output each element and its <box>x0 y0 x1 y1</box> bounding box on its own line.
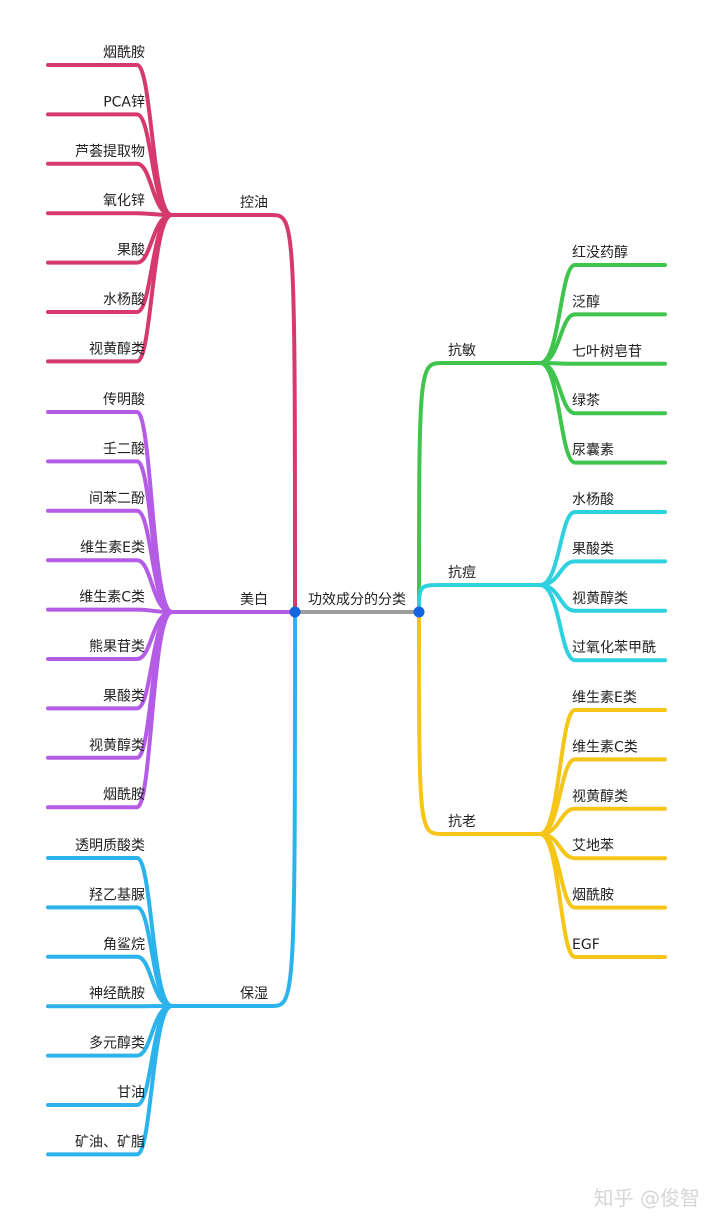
leaf-connector-right_branches-2-1 <box>538 757 667 836</box>
leaf-connector-right_branches-1-0 <box>538 510 667 587</box>
leaf-label-right_branches-0-4: 尿囊素 <box>572 442 614 459</box>
leaf-label-right_branches-1-0: 水杨酸 <box>572 492 614 508</box>
leaf-connector-right_branches-0-4 <box>538 361 667 465</box>
leaf-label-left_branches-0-2: 芦荟提取物 <box>75 143 145 160</box>
leaf-label-right_branches-0-0: 红没药醇 <box>572 244 628 261</box>
connector-right_branches-1 <box>417 583 542 614</box>
root-label: 功效成分的分类 <box>308 592 406 608</box>
leaf-label-right_branches-1-2: 视黄醇类 <box>572 590 628 607</box>
leaf-label-right_branches-2-4: 烟酰胺 <box>572 888 614 904</box>
leaf-label-left_branches-0-1: PCA锌 <box>103 94 145 110</box>
branch-label-right_branches-0: 抗敏 <box>448 343 476 359</box>
leaf-connector-left_branches-0-3 <box>46 211 174 217</box>
root-left-dot <box>289 606 301 618</box>
leaf-label-right_branches-0-3: 绿茶 <box>572 393 600 409</box>
connector-right_branches-2 <box>417 610 542 836</box>
branch-label-right_branches-2: 抗老 <box>448 814 476 830</box>
leaf-label-right_branches-2-0: 维生素E类 <box>572 690 637 706</box>
leaf-label-right_branches-2-2: 视黄醇类 <box>572 788 628 805</box>
leaf-connector-right_branches-0-0 <box>538 263 667 365</box>
leaf-label-left_branches-0-3: 氧化锌 <box>103 193 145 209</box>
leaf-label-left_branches-2-1: 羟乙基脲 <box>89 886 145 903</box>
leaf-connector-left_branches-0-6 <box>46 213 174 364</box>
watermark: 知乎 @俊智 <box>594 1186 700 1210</box>
leaf-connector-right_branches-0-1 <box>538 312 667 365</box>
leaf-connector-right_branches-2-0 <box>538 708 667 836</box>
leaf-label-left_branches-1-0: 传明酸 <box>103 392 145 408</box>
leaf-connector-right_branches-0-2 <box>538 361 667 366</box>
leaf-label-right_branches-0-2: 七叶树皂苷 <box>572 344 642 360</box>
leaf-label-left_branches-1-2: 间苯二酚 <box>89 490 145 507</box>
leaf-connector-right_branches-1-3 <box>538 583 667 663</box>
connector-layer <box>46 63 667 1157</box>
leaf-label-left_branches-2-3: 神经酰胺 <box>89 986 145 1002</box>
leaf-label-left_branches-1-7: 视黄醇类 <box>89 737 145 754</box>
leaf-connector-left_branches-1-8 <box>46 610 174 810</box>
connector-left_branches-0 <box>170 213 297 614</box>
leaf-label-right_branches-2-1: 维生素C类 <box>572 739 638 755</box>
branch-label-left_branches-2: 保湿 <box>240 986 268 1002</box>
leaf-connector-left_branches-2-1 <box>46 905 174 1008</box>
leaf-label-left_branches-2-2: 角鲨烷 <box>103 937 145 953</box>
leaf-label-left_branches-0-0: 烟酰胺 <box>103 45 145 61</box>
leaf-label-right_branches-1-1: 果酸类 <box>572 541 614 557</box>
leaf-label-right_branches-2-5: EGF <box>572 937 600 953</box>
leaf-connector-right_branches-2-5 <box>538 832 667 959</box>
leaf-label-left_branches-2-0: 透明质酸类 <box>75 838 145 854</box>
leaf-label-left_branches-0-4: 果酸 <box>117 243 145 259</box>
leaf-label-right_branches-0-1: 泛醇 <box>572 293 600 310</box>
connector-right_branches-0 <box>417 361 542 614</box>
leaf-label-left_branches-1-8: 烟酰胺 <box>103 787 145 803</box>
leaf-label-left_branches-2-4: 多元醇类 <box>89 1035 145 1052</box>
leaf-connector-left_branches-2-2 <box>46 954 174 1008</box>
leaf-label-left_branches-1-4: 维生素C类 <box>79 590 145 606</box>
leaf-label-right_branches-2-3: 艾地苯 <box>572 837 614 854</box>
leaf-label-left_branches-1-1: 壬二酸 <box>103 441 145 457</box>
branch-label-left_branches-1: 美白 <box>240 592 268 608</box>
leaf-connector-right_branches-2-2 <box>538 806 667 836</box>
branch-label-left_branches-0: 控油 <box>240 195 268 211</box>
branch-label-right_branches-1: 抗痘 <box>448 565 476 581</box>
leaf-label-left_branches-2-6: 矿油、矿脂 <box>75 1134 145 1150</box>
node-dot-layer <box>289 606 425 618</box>
leaf-label-right_branches-1-3: 过氧化苯甲酰 <box>572 639 656 656</box>
leaf-connector-right_branches-1-1 <box>538 559 667 587</box>
leaf-label-left_branches-1-6: 果酸类 <box>103 688 145 704</box>
connector-left_branches-2 <box>170 610 297 1008</box>
root-right-dot <box>413 606 425 618</box>
leaf-label-left_branches-0-5: 水杨酸 <box>103 292 145 308</box>
leaf-label-left_branches-1-3: 维生素E类 <box>80 540 145 556</box>
leaf-connector-left_branches-2-6 <box>46 1004 174 1157</box>
leaf-label-left_branches-1-5: 熊果苷类 <box>89 639 145 655</box>
leaf-connector-left_branches-1-4 <box>46 607 174 614</box>
label-layer: 控油烟酰胺PCA锌芦荟提取物氧化锌果酸水杨酸视黄醇类美白传明酸壬二酸间苯二酚维生… <box>75 45 656 1150</box>
leaf-label-left_branches-0-6: 视黄醇类 <box>89 340 145 357</box>
leaf-label-left_branches-2-5: 甘油 <box>117 1085 145 1101</box>
